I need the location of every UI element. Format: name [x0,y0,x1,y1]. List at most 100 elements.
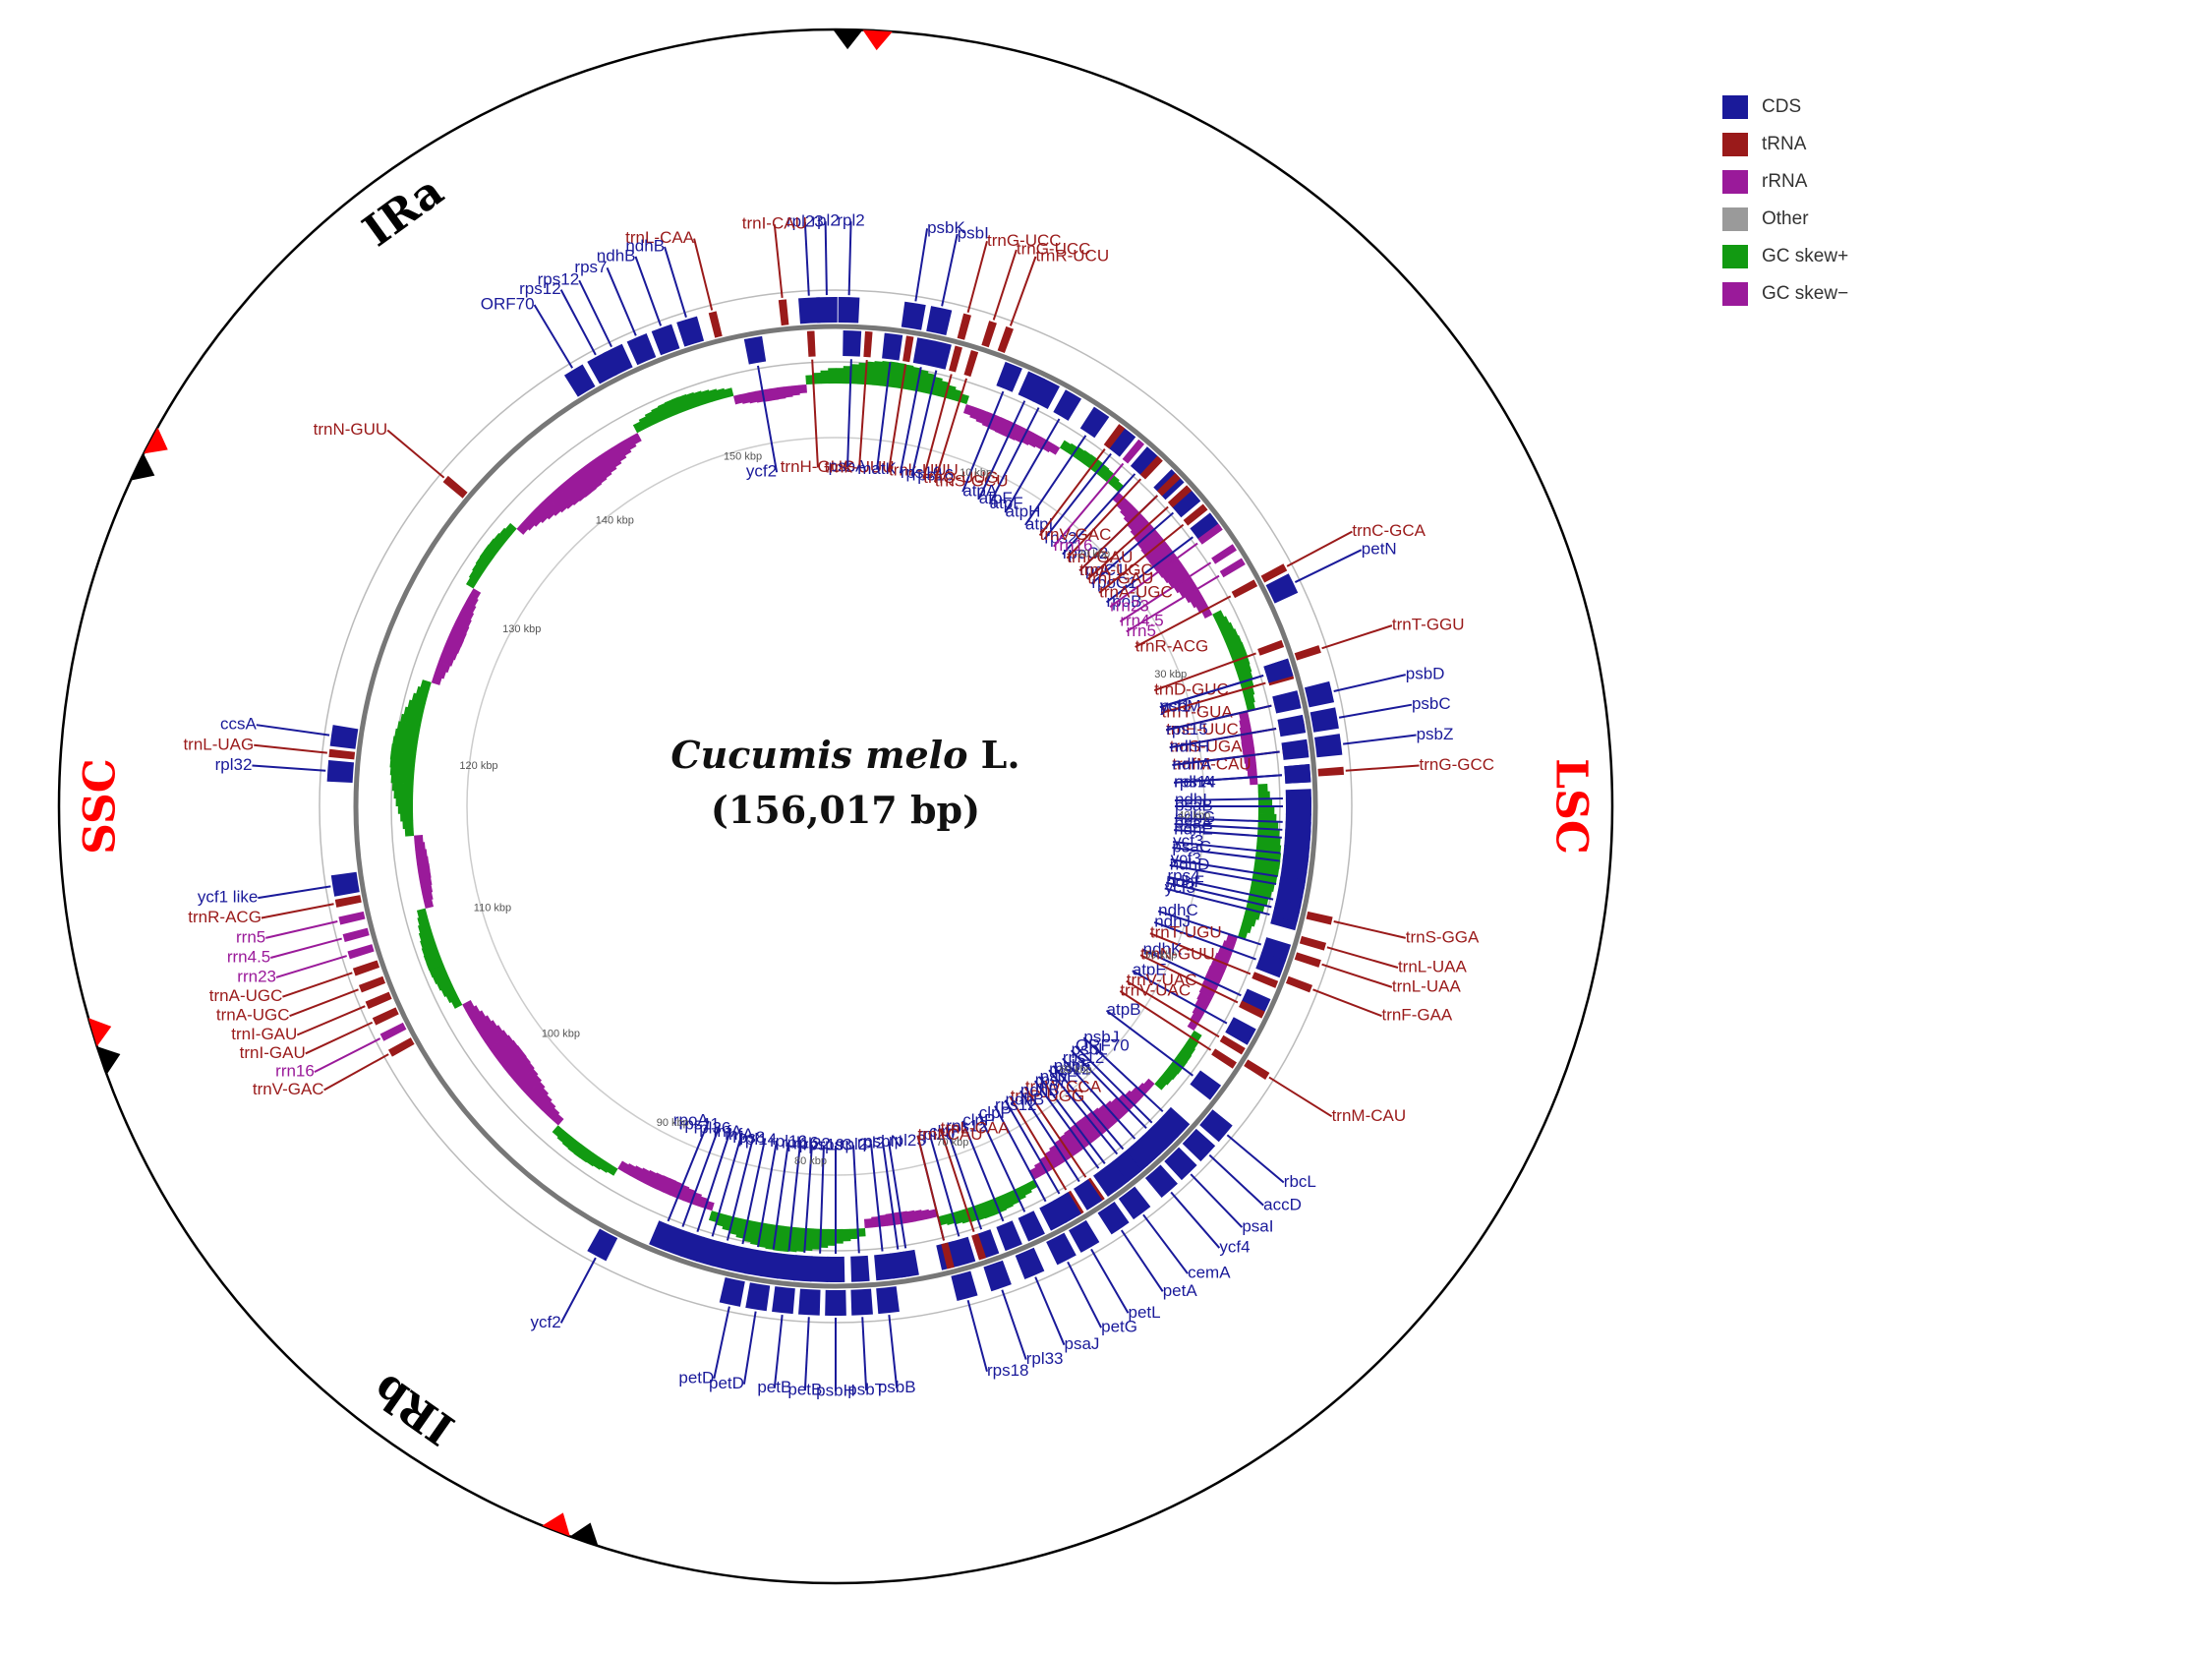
gc-skew-plus [812,372,822,384]
gene-block-inner [743,335,767,365]
gene-label: ndhB [1020,1081,1060,1099]
gc-skew-plus [416,908,428,918]
gene-label: rps11 [679,1115,720,1134]
gc-skew-plus [664,399,678,418]
gc-skew-minus [440,647,458,661]
gene-leader-line [757,365,779,473]
gene-leader-line [928,1132,960,1237]
gene-label: trnA-UGC [1099,582,1173,601]
kbp-tick-label: 100 kbp [542,1029,580,1040]
gene-leader-line [296,1005,366,1036]
outer-gene-labels: rpl23rpl2rpl2trnI-CAUtrnL-CAAndhBndhBrps… [183,211,1494,1400]
gene-label: trnG-GCC [1420,755,1495,774]
gc-skew-plus [1218,621,1235,635]
gene-label: trnI-GAU [1067,548,1133,566]
gene-leader-line [681,1124,721,1227]
gene-label: rps4 [1167,866,1199,885]
gc-skew-minus [1249,777,1258,786]
gene-block-outer [951,1270,978,1302]
gene-label: trnA-UGC [209,986,283,1005]
gc-skew-minus [863,1218,873,1228]
gc-skew-minus [552,1113,564,1126]
gene-label: atpB [1107,1000,1141,1019]
gene-block-outer [957,313,971,340]
gc-skew-minus [988,414,1002,432]
gene-leader-line [1062,473,1136,556]
gene-leader-line [741,1138,767,1245]
gc-skew-minus [526,1081,546,1100]
gene-block-outer [338,911,366,925]
gene-leader-line [1174,823,1283,831]
gene-block-inner [897,1249,919,1278]
gc-skew-minus [617,440,632,456]
gc-skew-plus [843,366,852,384]
gene-label: clpP [979,1103,1012,1122]
gene-label: psbA [829,457,867,476]
gc-skew-plus [728,1216,741,1235]
gene-block-inner [1103,424,1126,449]
gene-label: psbZ [1417,725,1454,743]
gene-leader-line [910,370,938,477]
gc-skew-plus [1077,449,1092,465]
gc-skew-minus [1116,497,1130,511]
junction-marker-red [542,1512,570,1537]
gc-skew-plus [812,1228,821,1250]
gene-block-inner [1183,503,1208,526]
gc-skew-plus [573,1144,588,1158]
gc-skew-plus [417,915,430,926]
gc-skew-minus [1153,552,1179,573]
gene-block-outer [1069,1219,1100,1253]
gene-leader-line [922,374,953,480]
gene-block-outer [745,1282,771,1312]
gc-skew-minus [1173,575,1194,594]
gene-leader-line [667,1120,710,1222]
gc-skew-plus [828,368,837,384]
gc-skew-minus [1123,506,1140,524]
gene-label: ycf3 [1165,878,1195,897]
gene-leader-line [1161,681,1266,714]
gc-skew-plus [416,685,430,697]
gc-skew-plus [472,563,486,576]
gene-label: rps12 [538,270,580,289]
gene-block-inner [874,1253,895,1281]
gene-leader-line [533,304,574,369]
gc-skew-plus [644,411,658,427]
gene-leader-line [1174,774,1282,784]
gene-block-outer [342,927,370,942]
gc-skew-plus [1257,798,1273,807]
gene-leader-line [634,256,663,326]
gene-label: trnV-GAC [1040,525,1112,544]
gene-label: atpF [990,494,1023,512]
gene-block-inner [843,330,862,357]
gene-leader-line [1338,703,1413,719]
gene-block-inner [806,330,816,357]
gc-skew-plus [395,797,414,806]
gene-label: trnI-GAU [1087,569,1153,588]
gene-leader-line [275,955,348,978]
gene-block-outer [983,1260,1012,1292]
gc-skew-plus [670,396,685,415]
gene-leader-line [1312,988,1382,1018]
gene-block-inner [1197,523,1223,545]
gene-leader-line [386,429,445,479]
gene-leader-line [1070,1049,1147,1129]
gc-skew-minus [469,1010,486,1025]
gene-label: atpI [1025,514,1053,533]
gc-skew-plus [805,375,814,385]
gene-label: petB [787,1381,822,1399]
gene-label: petB [757,1378,791,1396]
gene-leader-line [1034,1276,1066,1346]
gene-leader-line [1119,561,1212,622]
gc-skew-minus [740,392,751,404]
gc-skew-plus [393,790,414,799]
gc-skew-plus [638,416,651,430]
gene-leader-line [1157,910,1262,946]
gene-label: clpP [929,1122,961,1141]
gene-block-outer [1182,1128,1216,1162]
gene-leader-line [961,1120,1005,1222]
gene-label: ndhC [1158,901,1198,919]
gc-skew-minus [1020,429,1035,445]
gene-leader-line [1169,728,1277,749]
gc-skew-minus [516,522,529,535]
